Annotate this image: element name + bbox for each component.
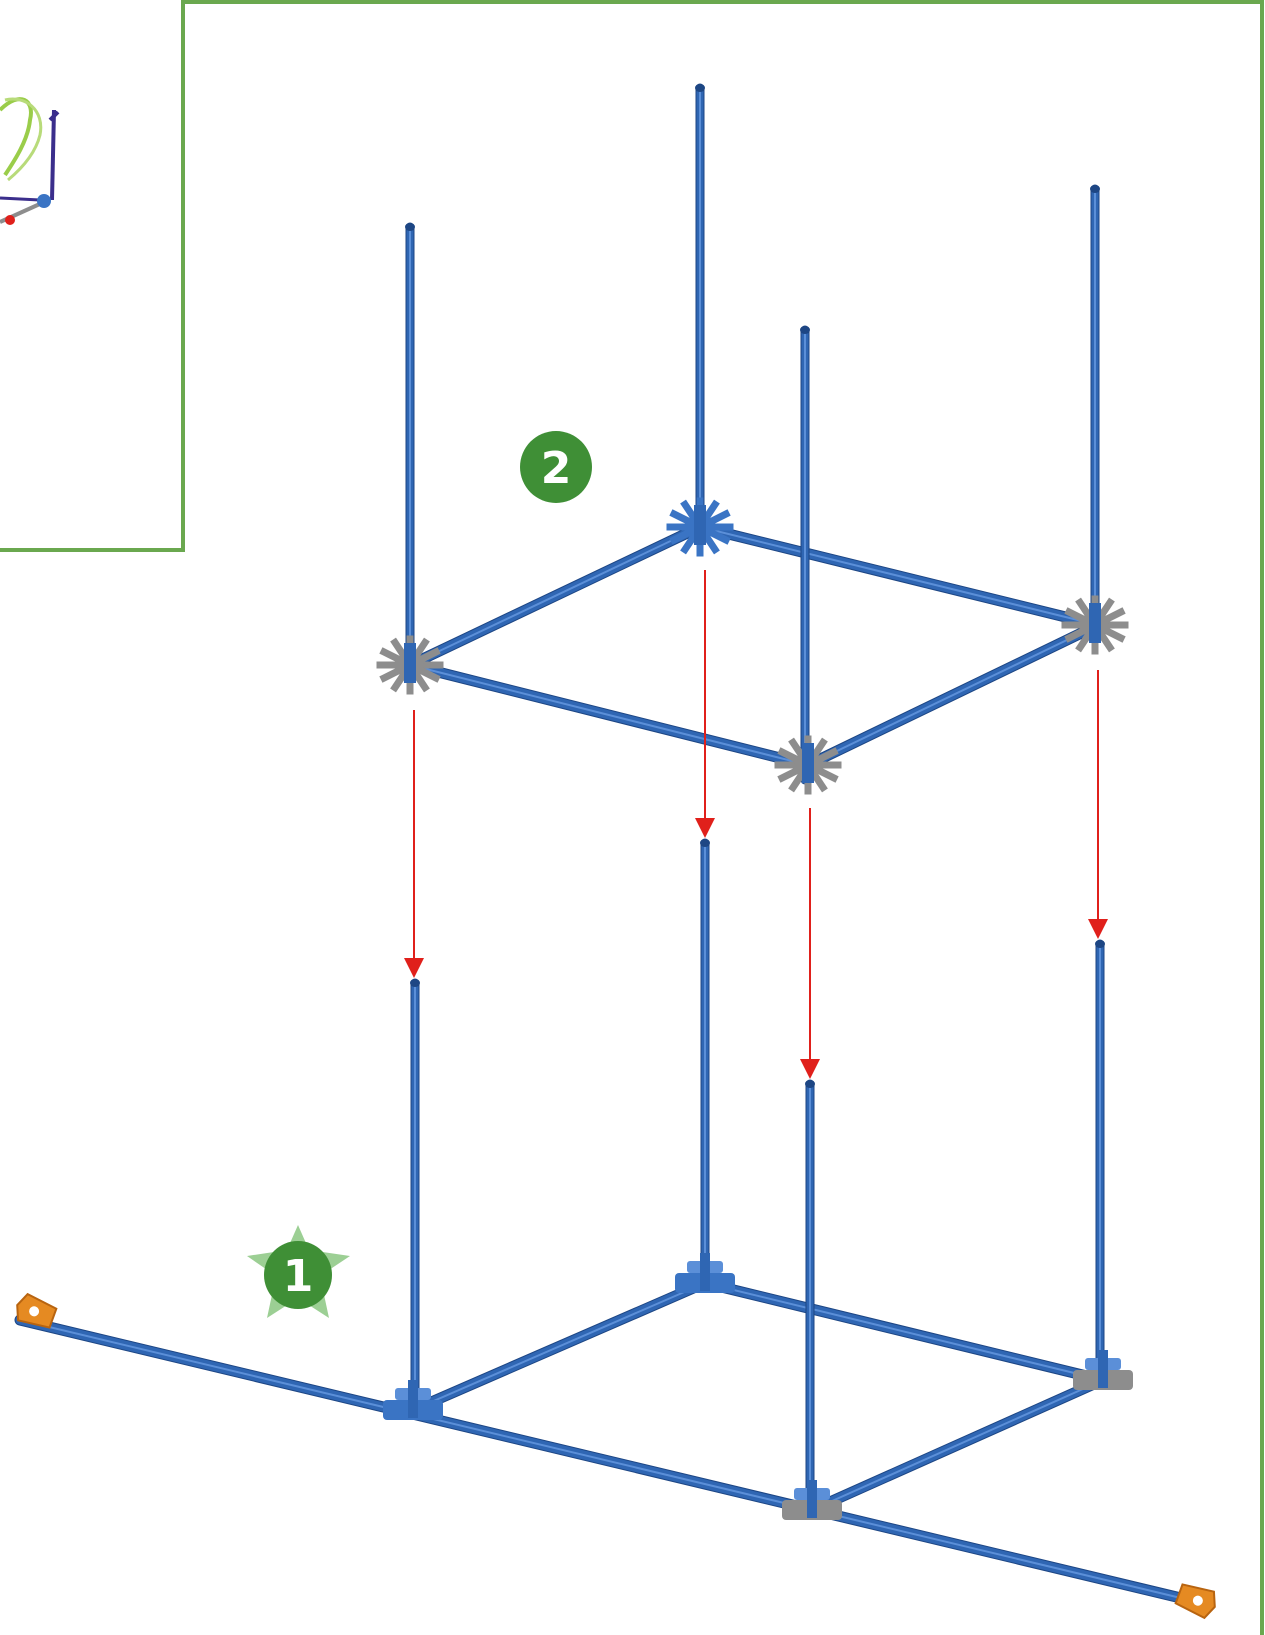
step-1-number: 1 [283, 1251, 314, 1302]
upper-rod-back-left [404, 521, 706, 671]
upper-post-front-tip [800, 326, 810, 334]
step-1-badge: 1 [247, 1225, 350, 1318]
end-cap-left [16, 1292, 58, 1329]
rod-layer [14, 83, 1216, 1611]
upper-rod-front-right [802, 619, 1104, 771]
lower-post-right-tip [1095, 940, 1105, 948]
connector-layer [376, 497, 1133, 1520]
upper-connector-right [1061, 595, 1129, 655]
lower-connector-front [782, 1480, 842, 1520]
upper-rod-back-right [694, 521, 1104, 631]
lower-post-left-tip [410, 979, 420, 987]
lower-post-front-tip [805, 1080, 815, 1088]
lower-post-back-tip [700, 839, 710, 847]
lower-connector-right [1073, 1350, 1133, 1390]
lower-connector-left [383, 1380, 443, 1420]
arrow-layer [404, 570, 1108, 1079]
inset-thumbnail [0, 97, 60, 225]
step-2-badge: 2 [520, 431, 592, 503]
upper-connector-back [666, 497, 734, 557]
lower-rod-front-right [806, 1374, 1109, 1516]
upper-post-right-tip [1090, 185, 1100, 193]
upper-post-back-tip [695, 84, 705, 92]
lower-rod-back-right [699, 1277, 1109, 1386]
upper-connector-left [376, 635, 444, 695]
base-long-rod [14, 1314, 1216, 1611]
upper-rod-front-left [404, 659, 814, 771]
end-cap-layer [16, 1292, 1216, 1620]
lower-connector-back [675, 1253, 735, 1293]
upper-post-left-tip [405, 223, 415, 231]
end-cap-right [1174, 1583, 1216, 1620]
step-2-number: 2 [541, 443, 572, 494]
lower-rod-back-left [407, 1277, 711, 1416]
upper-connector-front [774, 735, 842, 795]
